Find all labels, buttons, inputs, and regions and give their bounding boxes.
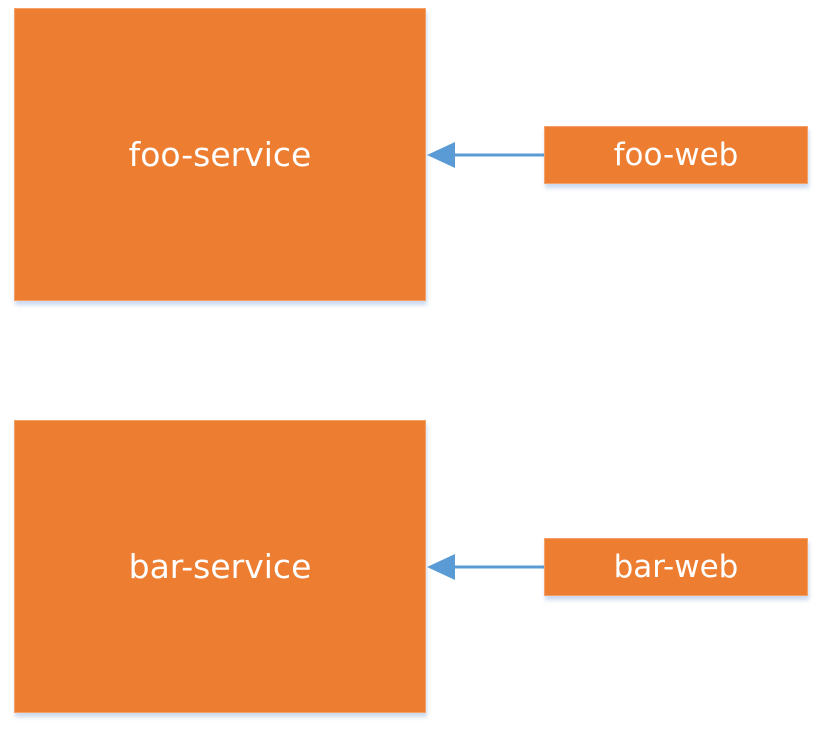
bar-service-label: bar-service (128, 547, 312, 586)
arrow-bar-web-to-bar-service (427, 554, 544, 580)
foo-service-node: foo-service (14, 8, 426, 301)
bar-web-node: bar-web (544, 538, 808, 596)
arrow-foo-web-to-foo-service (427, 142, 544, 168)
foo-service-label: foo-service (128, 135, 312, 174)
bar-service-node: bar-service (14, 420, 426, 713)
foo-web-label: foo-web (613, 137, 739, 173)
bar-web-label: bar-web (613, 549, 739, 585)
foo-web-node: foo-web (544, 126, 808, 184)
